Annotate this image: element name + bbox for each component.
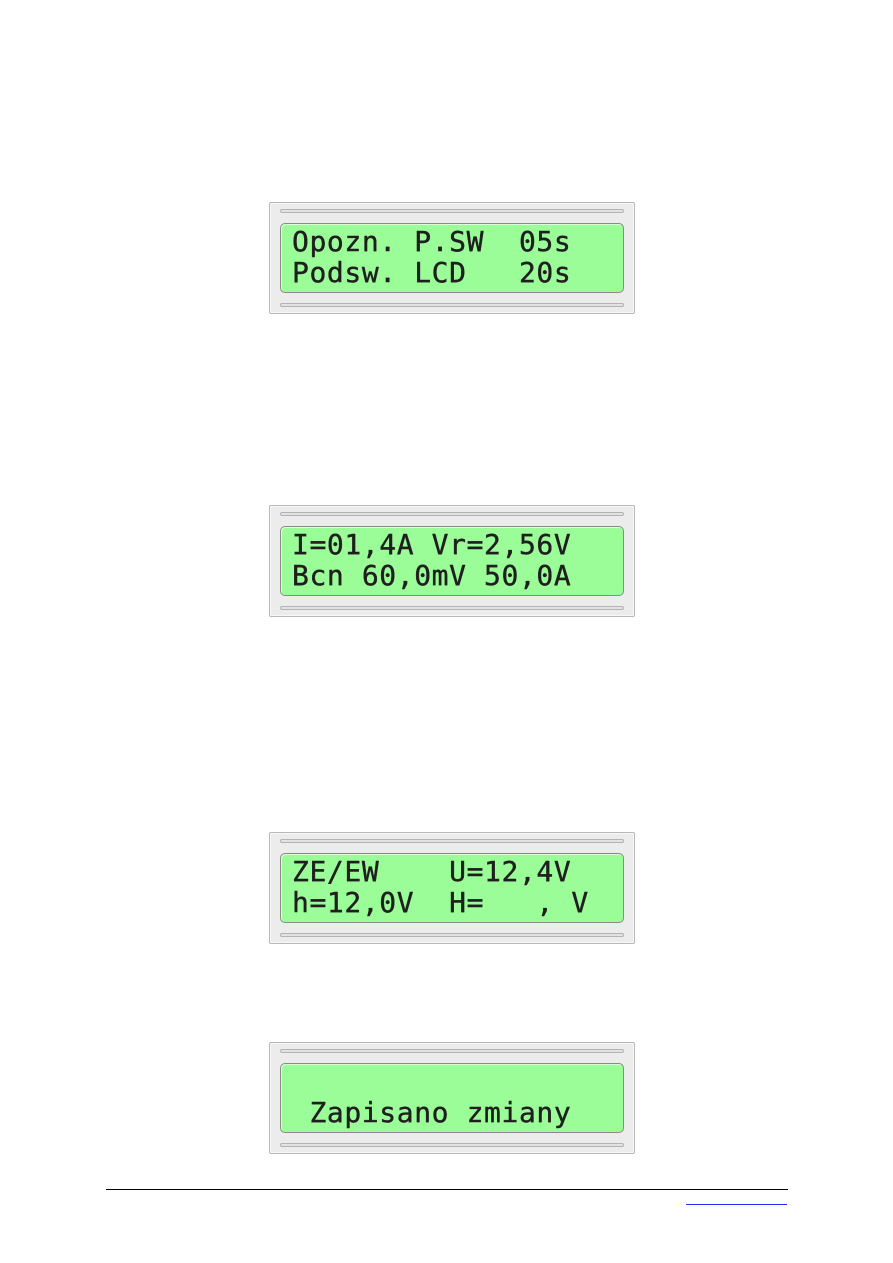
lcd-screen: Opozn. P.SW 05s Podsw. LCD 20s <box>280 223 624 293</box>
lcd-line-2: Zapisano zmiany <box>292 1096 572 1129</box>
lcd-screen: I=01,4A Vr=2,56V Bcn 60,0mV 50,0A <box>280 526 624 596</box>
footer-divider <box>106 1189 788 1190</box>
lcd-rail-top <box>280 839 624 843</box>
lcd-rail-top <box>280 1049 624 1053</box>
lcd-line-1 <box>292 1067 622 1097</box>
lcd-line-1: ZE/EW U=12,4V <box>292 855 572 888</box>
lcd-display-4: Zapisano zmiany <box>269 1042 635 1154</box>
lcd-rail-bottom <box>280 606 624 610</box>
lcd-line-2: Bcn 60,0mV 50,0A <box>292 559 572 592</box>
lcd-line-2: Podsw. LCD 20s <box>292 256 572 289</box>
lcd-rail-bottom <box>280 933 624 937</box>
lcd-display-1: Opozn. P.SW 05s Podsw. LCD 20s <box>269 202 635 314</box>
lcd-rail-top <box>280 512 624 516</box>
lcd-display-3: ZE/EW U=12,4V h=12,0V H= , V <box>269 832 635 944</box>
lcd-screen: ZE/EW U=12,4V h=12,0V H= , V <box>280 853 624 923</box>
lcd-display-2: I=01,4A Vr=2,56V Bcn 60,0mV 50,0A <box>269 505 635 617</box>
lcd-rail-bottom <box>280 1143 624 1147</box>
lcd-rail-bottom <box>280 303 624 307</box>
lcd-rail-top <box>280 209 624 213</box>
lcd-line-2: h=12,0V H= , V <box>292 886 589 919</box>
lcd-line-1: I=01,4A Vr=2,56V <box>292 528 572 561</box>
lcd-line-1: Opozn. P.SW 05s <box>292 225 572 258</box>
lcd-screen: Zapisano zmiany <box>280 1063 624 1133</box>
footer-link-underline[interactable] <box>686 1204 787 1205</box>
